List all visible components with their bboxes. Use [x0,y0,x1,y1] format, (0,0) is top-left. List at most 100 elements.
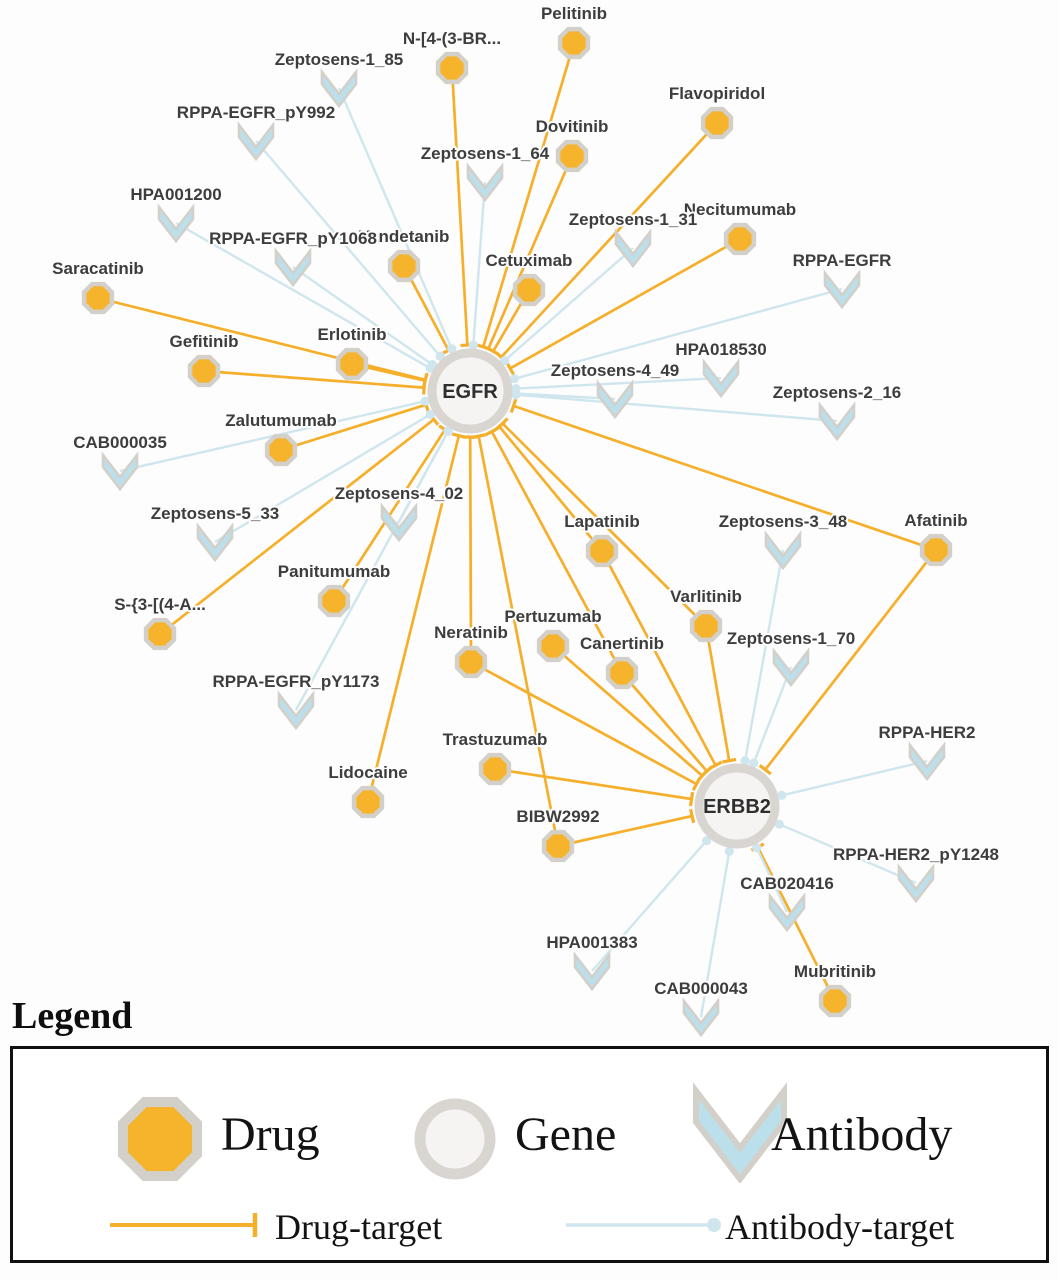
drug-target-edge [159,418,435,636]
antibody-target-dot [740,756,750,766]
drug-node [536,629,570,663]
antibody-label: Zeptosens-2_16 [773,383,902,402]
drug-target-edge [509,237,741,370]
drug-target-tee [758,764,772,776]
drug-target-edge [620,672,708,773]
drug-label: Pertuzumab [504,607,601,626]
drug-label: Panitumumab [278,562,390,581]
antibody-target-edge [755,847,789,913]
edge-layer [97,42,938,1018]
drug-node [919,533,953,567]
drug-target-edge [481,42,576,348]
antibody-node [764,530,802,571]
antibody-node [772,647,810,688]
drug-target-edge-icon [110,1213,258,1237]
drug-node [264,433,298,467]
drug-node [317,584,351,618]
antibody-target-edge [591,839,708,972]
drug-target-edge [513,404,937,552]
antibody-node [573,951,611,992]
antibody-label: CAB020416 [740,874,834,893]
gene-label: EGFR [442,381,498,403]
antibody-node [101,451,139,492]
antibody-node [157,203,195,244]
legend-title: Legend [12,995,133,1037]
antibody-label: RPPA-EGFR_pY1173 [213,672,380,691]
antibody-target-dot [447,344,457,354]
antibody-node [596,379,634,420]
antibody-label: HPA001383 [546,933,637,952]
antibody-target-dot [425,409,435,419]
drug-target-edge [203,369,425,389]
drug-node [387,249,421,283]
drug-label: Lidocaine [328,763,407,782]
drug-label: Mubritinib [794,962,876,981]
antibody-target-edge [743,549,785,761]
drug-label: S-{3-[(4-A... [114,595,206,614]
antibody-target-edge [699,851,731,1018]
antibody-target-dot [774,819,784,829]
drug-node [723,222,757,256]
drug-target-tee [486,346,501,357]
antibody-target-edge [515,376,722,390]
antibody-node [196,522,234,563]
drug-label: Pelitinib [541,4,607,23]
drug-label: Canertinib [580,634,664,653]
drug-target-tee [722,757,737,764]
antibody-node [320,68,358,109]
drug-target-edge [501,422,707,627]
drug-node [585,534,619,568]
drug-label: Trastuzumab [443,730,548,749]
drug-target-edge [470,660,698,786]
drug-target-edge [97,296,426,382]
drug-node [143,617,177,651]
antibody-label: HPA018530 [675,340,766,359]
antibody-label: RPPA-EGFR [793,251,892,270]
gene-label: ERBB2 [703,796,771,818]
drug-target-edge [366,435,461,803]
antibody-target-edge [514,287,843,380]
antibody-node [380,502,418,543]
gene-node-icon [414,1098,496,1180]
antibody-target-dot [752,843,762,853]
drug-label: Saracatinib [52,259,144,278]
antibody-node [818,401,856,442]
antibody-label: Zeptosens-3_48 [719,512,848,531]
legend-drug-target-label: Drug-target [275,1207,443,1247]
antibody-node [277,690,315,731]
legend-antibody-label: Antibody [771,1108,953,1161]
drug-target-edge [500,122,718,359]
antibody-label: Zeptosens-4_02 [335,484,464,503]
antibody-target-edge [255,140,442,357]
drug-label: Lapatinib [564,512,640,531]
antibody-label: Zeptosens-4_49 [551,361,680,380]
drug-label: Zalutumumab [225,411,336,430]
antibody-target-dot [702,836,712,846]
antibody-node [466,162,504,203]
legend-antibody-target-label: Antibody-target [725,1207,955,1247]
drug-target-tee [505,361,515,376]
antibody-target-edge-icon [566,1218,721,1232]
drug-target-edge [600,550,717,766]
antibody-target-dot [443,426,453,436]
antibody-node [274,247,312,288]
drug-label: BIBW2992 [516,807,599,826]
drug-target-tee [689,808,696,824]
antibody-target-edge [515,393,838,423]
antibody-target-edge [292,266,433,366]
drug-node [454,645,488,679]
antibody-target-edge [781,759,928,797]
drug-node [335,347,369,381]
antibody-node [682,997,720,1038]
drug-node [81,281,115,315]
drug-target-tee [688,791,695,807]
label-layer: EGFRERBB2PelitinibN-[4-(3-BR...Dovitinib… [50,2,1001,1000]
antibody-target-edge [214,413,432,544]
legend-gene-label: Gene [515,1108,617,1161]
antibody-node [897,863,935,904]
antibody-target-dot [777,790,787,801]
drug-target-edge [498,425,604,552]
antibody-node [768,892,806,933]
antibody-node-icon [693,1083,787,1183]
